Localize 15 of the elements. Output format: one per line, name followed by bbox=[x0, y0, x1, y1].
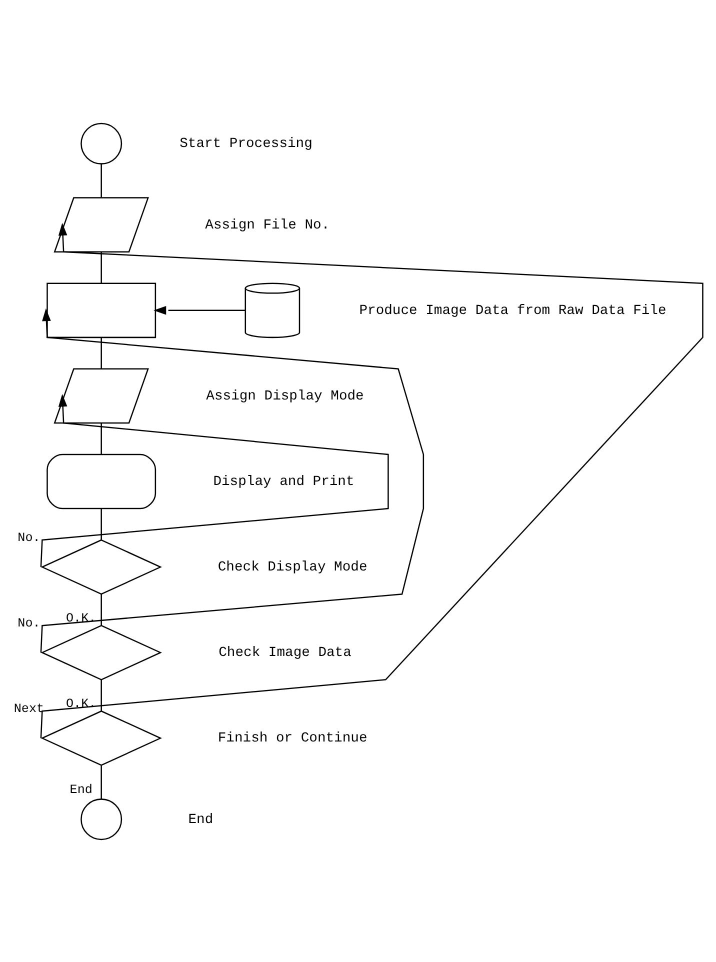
edge-label: End bbox=[70, 782, 92, 796]
label: Display and Print bbox=[213, 474, 354, 490]
edge-label: No. bbox=[18, 616, 40, 630]
label: Check Image Data bbox=[218, 644, 352, 661]
label: Assign Display Mode bbox=[206, 388, 364, 404]
label: Check Display Mode bbox=[218, 559, 368, 576]
edge-label: O.K. bbox=[66, 610, 96, 625]
label: Start Processing bbox=[180, 136, 312, 152]
label: Assign File No. bbox=[205, 216, 330, 233]
label: Finish or Continue bbox=[218, 730, 368, 746]
edge-label: Next bbox=[14, 702, 44, 716]
label: Produce Image Data from Raw Data File bbox=[359, 302, 666, 318]
edge-label: No. bbox=[18, 530, 40, 545]
edge-label: O.K. bbox=[66, 696, 96, 710]
label: End bbox=[188, 811, 214, 828]
